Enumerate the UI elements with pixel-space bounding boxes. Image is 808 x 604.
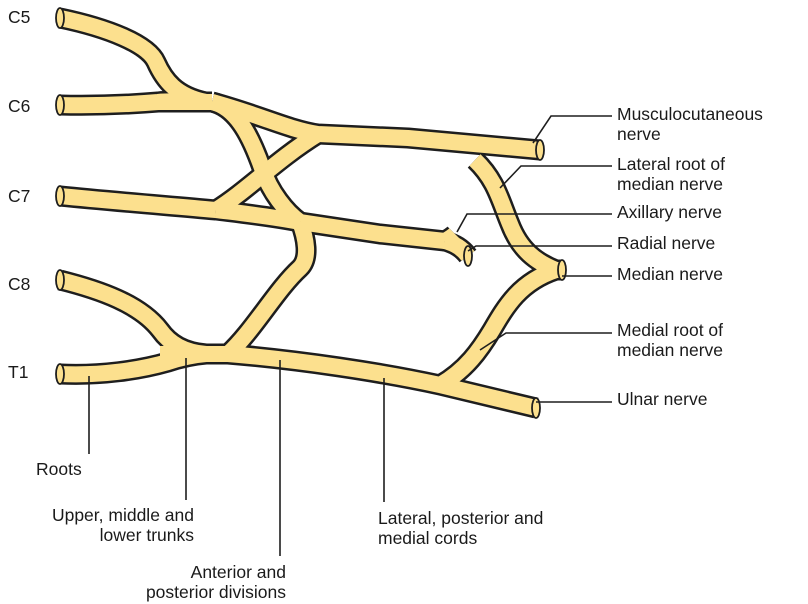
label-divisions-line1: Anterior and [96, 562, 286, 582]
label-cords-line1: Lateral, posterior and [378, 508, 543, 528]
label-medial-root-line2: median nerve [617, 340, 723, 360]
c8-cut-end [56, 270, 64, 290]
c7-cut-end [56, 186, 64, 206]
leader-lateral-root [500, 166, 612, 188]
root-label-c5: C5 [8, 7, 30, 27]
medial-cord [228, 354, 536, 408]
label-median-nerve: Median nerve [617, 264, 723, 284]
root-label-t1: T1 [8, 362, 28, 382]
label-musculocutaneous-line2: nerve [617, 124, 763, 144]
label-lateral-root-median: Lateral root of median nerve [617, 154, 725, 194]
label-medial-root-line1: Medial root of [617, 320, 723, 340]
label-medial-root-median: Medial root of median nerve [617, 320, 723, 360]
c5-cut-end [56, 8, 64, 28]
leader-axillary [457, 214, 612, 232]
root-label-c6: C6 [8, 96, 30, 116]
label-axillary-nerve: Axillary nerve [617, 202, 722, 222]
axillary-nerve [445, 234, 455, 241]
t1-cut-end [56, 364, 64, 384]
root-label-c7: C7 [8, 186, 30, 206]
median-cut-end [558, 260, 566, 280]
label-musculocutaneous-nerve: Musculocutaneous nerve [617, 104, 763, 144]
label-trunks: Upper, middle and lower trunks [8, 505, 194, 545]
label-lateral-root-line2: median nerve [617, 174, 725, 194]
root-label-c8: C8 [8, 274, 30, 294]
label-divisions-line2: posterior divisions [96, 582, 286, 602]
c6-cut-end [56, 95, 64, 115]
label-trunks-line1: Upper, middle and [8, 505, 194, 525]
label-roots: Roots [36, 459, 82, 479]
label-cords: Lateral, posterior and medial cords [378, 508, 543, 548]
label-cords-line2: medial cords [378, 528, 543, 548]
leader-musculocutaneous [533, 116, 612, 143]
label-musculocutaneous-line1: Musculocutaneous [617, 104, 763, 124]
posterior-cord [300, 222, 445, 241]
label-radial-nerve: Radial nerve [617, 233, 715, 253]
label-ulnar-nerve: Ulnar nerve [617, 389, 707, 409]
label-divisions: Anterior and posterior divisions [96, 562, 286, 602]
musculocutaneous-cut-end [536, 140, 544, 160]
ulnar-cut-end [532, 398, 540, 418]
label-lateral-root-line1: Lateral root of [617, 154, 725, 174]
nerve-network [56, 8, 566, 418]
label-trunks-line2: lower trunks [8, 525, 194, 545]
